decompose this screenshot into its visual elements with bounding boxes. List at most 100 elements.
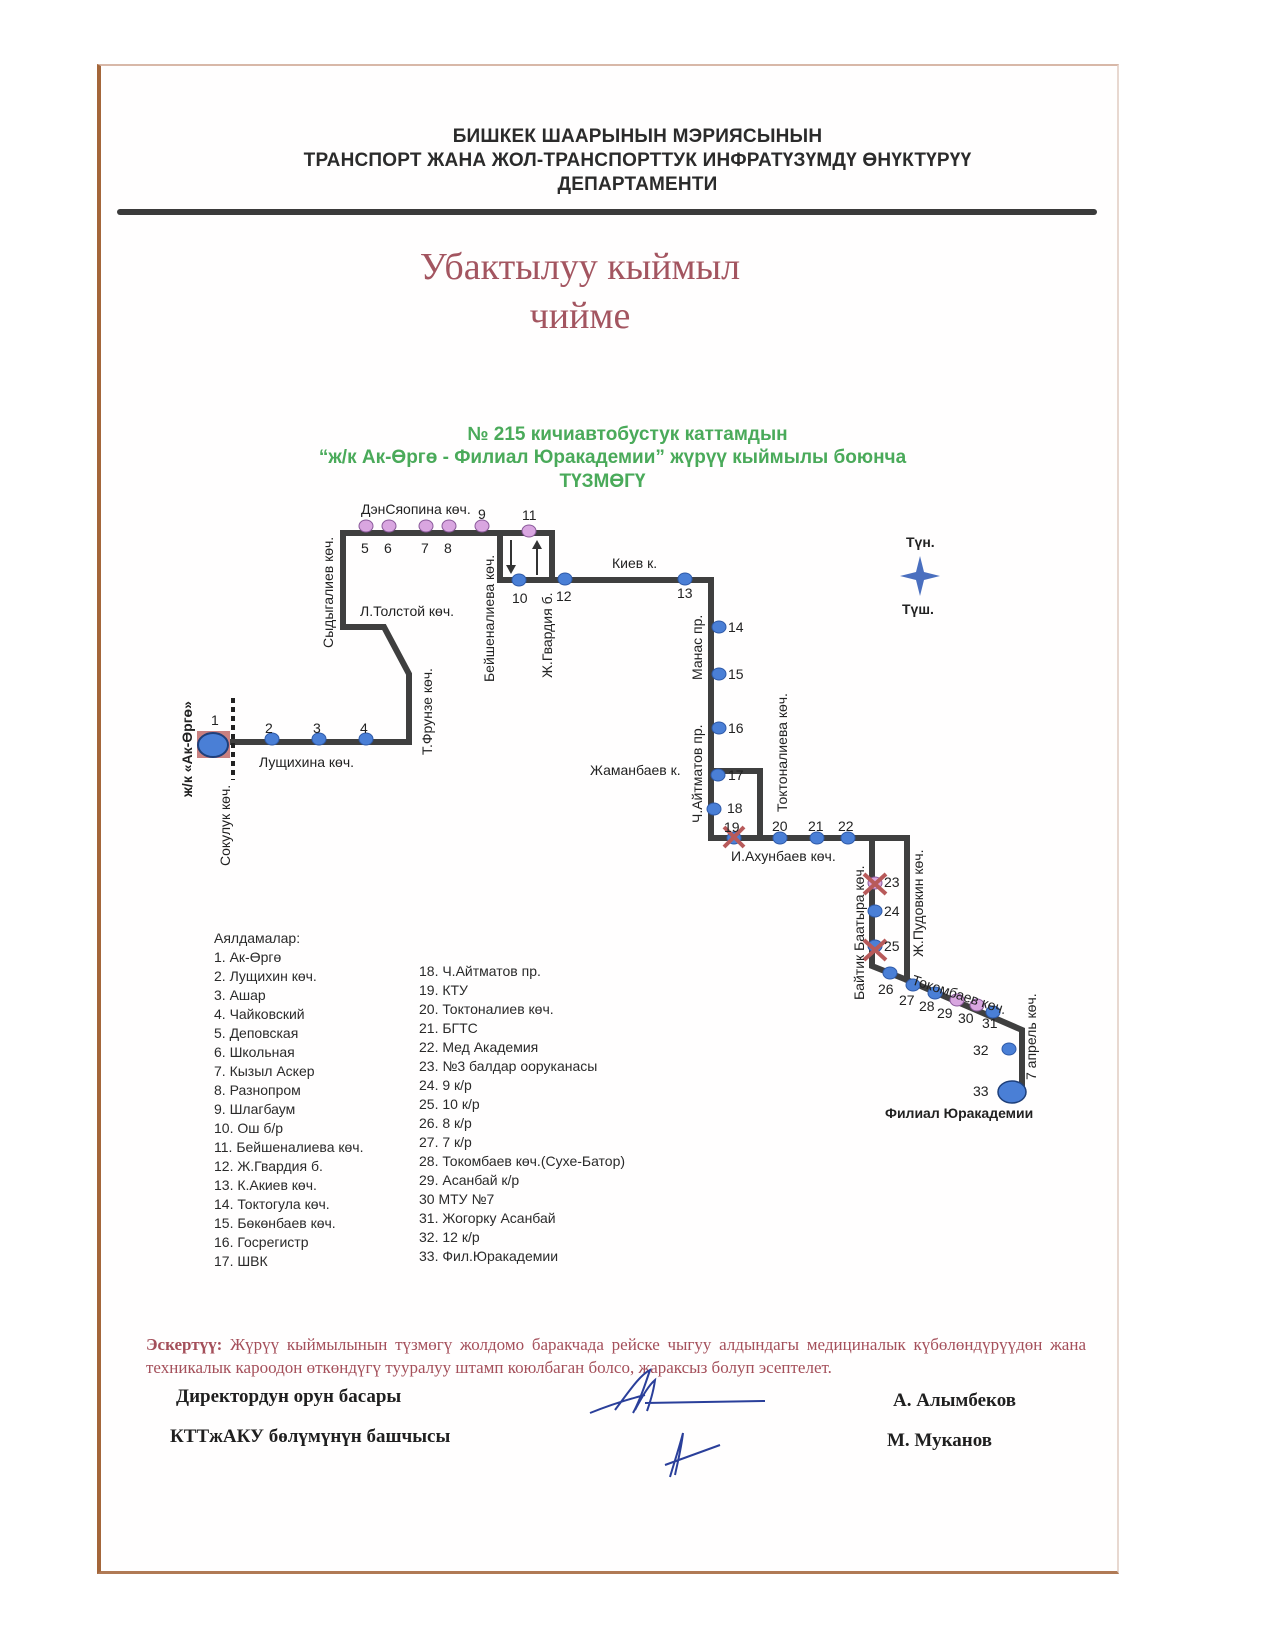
bus-stop-9	[474, 519, 490, 533]
stop-number-25: 25	[884, 938, 900, 954]
bus-stop-3	[311, 732, 327, 746]
stop-number-28: 28	[919, 998, 935, 1014]
signature-1	[589, 1368, 766, 1414]
route-line-loop-gvardia	[497, 533, 552, 583]
stop-list-item: 20. Токтоналиев көч.	[419, 1001, 554, 1017]
bus-stop-28	[927, 986, 943, 1000]
scheme-title-line-1: № 215 кичиавтобустук каттамдын	[467, 424, 788, 445]
street-tolstoy: Л.Толстой көч.	[360, 603, 454, 619]
header-line-2: ТРАНСПОРТ ЖАНА ЖОЛ-ТРАНСПОРТТУК ИНФРАТҮЗ…	[303, 150, 972, 171]
street-baitik: Байтик Баатыра көч.	[851, 865, 867, 1000]
stop-number-2: 2	[265, 720, 273, 736]
street-kiev: Киев к.	[612, 555, 657, 571]
street-akhunbaev: И.Ахунбаев көч.	[731, 848, 836, 864]
route-line-aitmatov	[708, 771, 760, 841]
handwritten-signatures	[589, 1368, 766, 1478]
closed-stop-19-icon	[722, 825, 746, 849]
stop-list-item: 9. Шлагбаум	[214, 1101, 296, 1117]
street-toktonalieva: Токтоналиева көч.	[774, 693, 790, 812]
street-april7: 7 апрель көч.	[1023, 993, 1039, 1080]
note: Эскертүү: Жүрүү кыймылынын түзмөгү жолдо…	[146, 1333, 1086, 1379]
bus-stop-8	[441, 519, 457, 533]
arrow-up-icon	[532, 540, 542, 575]
bus-stop-29	[949, 993, 965, 1007]
stop-number-33: 33	[973, 1083, 989, 1099]
street-pudovkin: Ж.Пудовкин көч.	[910, 850, 926, 957]
stop-number-15: 15	[728, 666, 744, 682]
street-luschikhina: Лущихина көч.	[259, 754, 354, 770]
stop-number-4: 4	[360, 720, 368, 736]
bus-stop-20	[772, 831, 788, 845]
scheme-title-line-2: “ж/к Ак-Өргө - Филиал Юракадемии” жүрүү …	[318, 447, 907, 468]
bus-stop-12	[557, 572, 573, 586]
stop-list-item: 27. 7 к/р	[419, 1134, 472, 1150]
stop-number-9: 9	[478, 506, 486, 522]
bus-stop-26	[882, 966, 898, 980]
closed-stop-25-icon	[862, 938, 888, 962]
stop-list-item: 3. Ашар	[214, 987, 266, 1003]
signatory-2-position: КТТжАКУ бөлүмүнүн башчысы	[170, 1426, 451, 1447]
stop-list-item: 22. Мед Академия	[419, 1039, 539, 1055]
street-sokuluk: Сокулук көч.	[217, 785, 233, 866]
note-text: Жүрүү кыймылынын түзмөгү жолдомо баракча…	[146, 1335, 1086, 1377]
stop-list-item: 5. Деповская	[214, 1025, 299, 1041]
bus-stop-5	[358, 519, 374, 533]
bus-stop-30	[969, 998, 985, 1012]
bus-stop-11	[521, 524, 537, 538]
stop-number-24: 24	[884, 903, 900, 919]
bus-stop-13	[677, 572, 693, 586]
bus-stop-32	[1001, 1042, 1017, 1056]
stop-number-21: 21	[808, 818, 824, 834]
stop-list-item: 11. Бейшеналиева көч.	[214, 1139, 364, 1155]
terminal-start-label: ж/к «Ак-Өргө»	[179, 701, 195, 798]
signatory-1-position: Директордун орун басары	[176, 1386, 402, 1407]
stop-number-19: 19	[724, 819, 740, 835]
bus-stop-2	[264, 732, 280, 746]
stop-list-item: 21. БГТС	[419, 1020, 478, 1036]
stop-number-14: 14	[728, 619, 744, 635]
stop-number-5: 5	[361, 540, 369, 556]
stop-number-23: 23	[884, 874, 900, 890]
stop-list-item: 14. Токтогула көч.	[214, 1196, 330, 1212]
stop-list-item: 25. 10 к/р	[419, 1096, 480, 1112]
stop-list-item: 8. Разнопром	[214, 1082, 301, 1098]
stop-list-item: 16. Госрегистр	[214, 1234, 309, 1250]
stops-heading: Аялдамалар:	[214, 930, 301, 946]
stop-number-32: 32	[973, 1042, 989, 1058]
stop-number-11: 11	[522, 507, 537, 523]
bus-stop-21	[809, 831, 825, 845]
arrow-down-icon	[506, 540, 516, 574]
stop-list-item: 12. Ж.Гвардия б.	[214, 1158, 323, 1174]
bus-stop-7	[418, 519, 434, 533]
bus-stop-22	[840, 831, 856, 845]
stop-number-6: 6	[384, 540, 392, 556]
terminal-end-label: Филиал Юракадемии	[885, 1105, 1033, 1121]
header-line-1: БИШКЕК ШААРЫНЫН МЭРИЯСЫНЫН	[452, 126, 823, 147]
stop-list-item: 30 МТУ №7	[419, 1191, 495, 1207]
street-beishenalieva: Бейшеналиева көч.	[481, 555, 497, 682]
stop-list-item: 17. ШВК	[214, 1253, 268, 1269]
stop-list-item: 31. Жогорку Асанбай	[419, 1210, 556, 1226]
doc-title-line-2: чийме	[529, 295, 631, 337]
stop-list-item: 10. Ош б/р	[214, 1120, 284, 1136]
bus-stop-27	[905, 978, 921, 992]
stop-list-item: 28. Токомбаев көч.(Сухе-Батор)	[419, 1153, 626, 1169]
stop-list-item: 23. №3 балдар ооруканасы	[419, 1058, 598, 1074]
bus-stop-10	[511, 573, 527, 587]
bus-stop-6	[381, 519, 397, 533]
stop-list-item: 24. 9 к/р	[419, 1077, 472, 1093]
doc-title-line-1: Убактылуу кыймыл	[419, 246, 741, 288]
stop-number-27: 27	[899, 992, 915, 1008]
stop-list-item: 29. Асанбай к/р	[419, 1172, 520, 1188]
signature-2	[664, 1432, 721, 1478]
stop-list-item: 15. Бөкөнбаев көч.	[214, 1215, 336, 1231]
bus-stop-14	[711, 620, 727, 634]
stop-number-16: 16	[728, 720, 744, 736]
stop-number-8: 8	[444, 540, 452, 556]
stop-number-13: 13	[677, 585, 693, 601]
stop-number-22: 22	[838, 818, 854, 834]
header-line-3: ДЕПАРТАМЕНТИ	[557, 174, 718, 195]
